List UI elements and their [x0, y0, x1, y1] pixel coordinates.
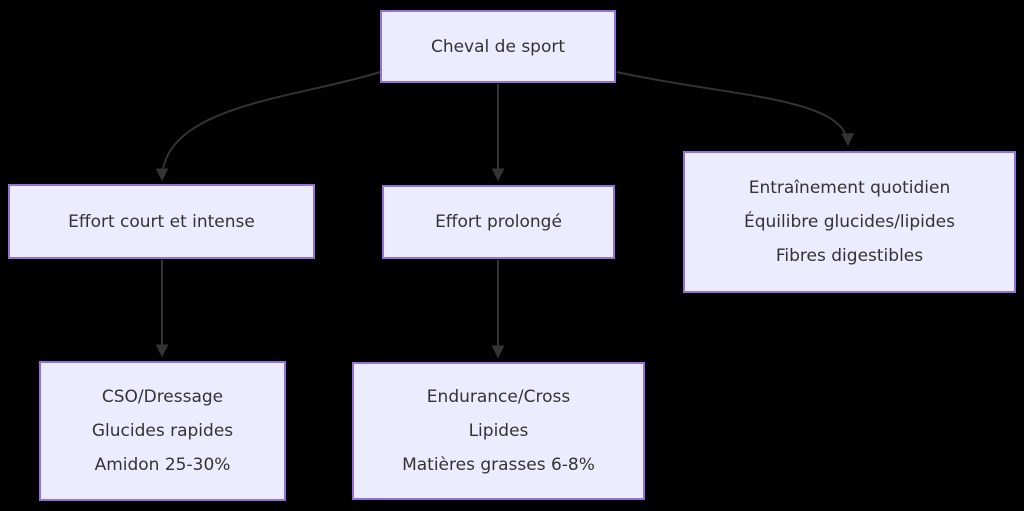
node-label-line: CSO/Dressage: [101, 387, 224, 407]
node-label-line: Équilibre glucides/lipides: [743, 212, 955, 232]
node-label: Cheval de sport: [430, 36, 566, 57]
node-label-line: Endurance/Cross: [426, 387, 571, 407]
node-label: Effort prolongé: [435, 212, 562, 232]
node-label-line: Entraînement quotidien: [748, 178, 951, 198]
node-cheval-de-sport: Cheval de sport: [380, 10, 616, 83]
edge-root-to-effort-court: [155, 71, 381, 182]
node-effort-court-et-intense: Effort court et intense: [8, 184, 315, 259]
node-label: Effort court et intense: [68, 211, 255, 232]
node-endurance-cross: Endurance/Cross Lipides Matières grasses…: [352, 362, 645, 500]
node-label-line: Matières grasses 6-8%: [402, 455, 595, 475]
node-effort-prolonge: Effort prolongé: [382, 185, 615, 259]
node-entrainement-quotidien: Entraînement quotidien Équilibre glucide…: [683, 151, 1016, 293]
node-cso-dressage: CSO/Dressage Glucides rapides Amidon 25-…: [39, 361, 286, 501]
node-label-line: Lipides: [468, 421, 529, 441]
edge-root-to-entrainement: [616, 71, 855, 147]
node-label-line: Fibres digestibles: [775, 246, 924, 266]
node-label-line: Amidon 25-30%: [94, 455, 231, 475]
node-label-line: Glucides rapides: [91, 421, 234, 441]
